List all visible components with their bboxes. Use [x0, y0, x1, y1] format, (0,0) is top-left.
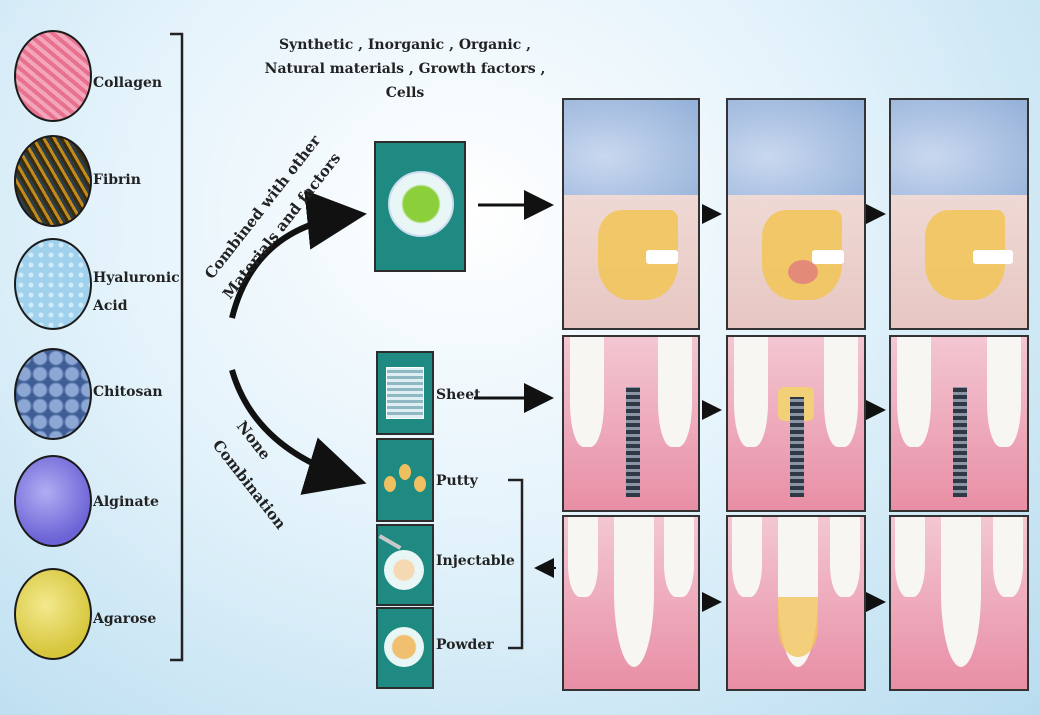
forms-bracket: [508, 480, 522, 648]
none-label-line2: Combination: [209, 436, 290, 532]
biomaterials-bracket: [170, 34, 182, 660]
